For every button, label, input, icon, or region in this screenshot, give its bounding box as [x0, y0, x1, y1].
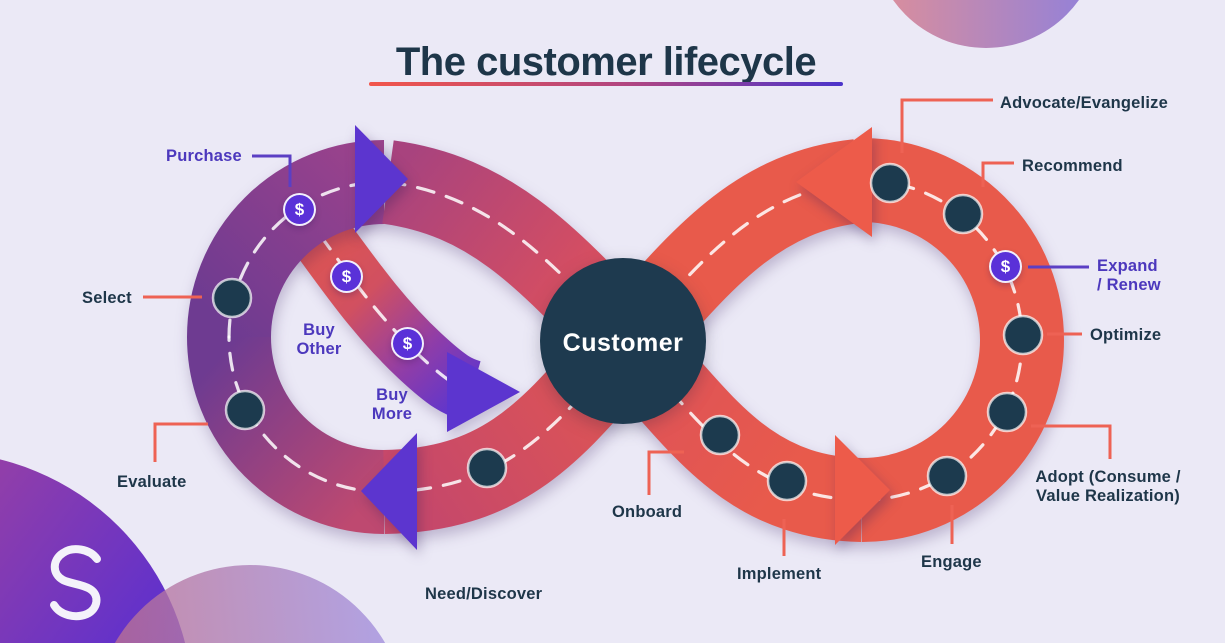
- connectors: [143, 98, 1112, 556]
- customer-hub-label: Customer: [562, 329, 684, 357]
- dash-left-lower: [227, 335, 386, 494]
- money-icon-buy-other: $: [330, 260, 363, 293]
- label-engage: Engage: [921, 553, 982, 571]
- stage-dot-implement: [766, 460, 808, 502]
- customer-hub-circle: [540, 258, 706, 424]
- title-underline: [369, 82, 843, 86]
- flow-arrow-left-loop-bottom-icon: [361, 433, 417, 550]
- flow-arrow-right-loop-bottom-icon: [835, 435, 890, 545]
- label-need-discover: Need/Discover: [425, 585, 543, 603]
- stage-dot-recommend: [942, 193, 984, 235]
- money-icon-buy-more: $: [391, 327, 424, 360]
- stage-dots: [211, 162, 1044, 502]
- stage-dot-evaluate: [224, 389, 266, 431]
- label-buy-more-line2: More: [371, 405, 413, 423]
- stage-dot-engage: [926, 455, 968, 497]
- label-implement: Implement: [737, 565, 822, 583]
- connector-advocate: [900, 98, 993, 153]
- label-buy-more-line1: Buy: [376, 386, 408, 404]
- label-purchase: Purchase: [166, 147, 242, 165]
- stage-dot-optimize: [1002, 314, 1044, 356]
- label-adopt-line1: Adopt (Consume /: [1035, 468, 1181, 486]
- label-adopt: Adopt (Consume /Value Realization): [1028, 468, 1188, 506]
- money-icon-purchase: $: [283, 193, 316, 226]
- repurchase-dashed-centerline: [281, 186, 474, 393]
- label-adopt-line2: Value Realization): [1036, 487, 1180, 505]
- stage-dot-need-discover: [466, 447, 508, 489]
- label-optimize: Optimize: [1090, 326, 1162, 344]
- label-buy-other-line1: Buy: [303, 321, 335, 339]
- decor-blob-top-right: [893, 0, 1079, 48]
- flow-arrow-left-loop-top-icon: [355, 125, 408, 233]
- label-select: Select: [82, 289, 132, 307]
- stage-dot-adopt: [986, 391, 1028, 433]
- stage-dot-advocate: [869, 162, 911, 204]
- flow-arrows: [355, 125, 890, 550]
- connector-recommend: [981, 161, 1014, 187]
- label-buy-other-line2: Other: [296, 340, 342, 358]
- connector-adopt: [1031, 424, 1112, 459]
- page-title: The customer lifecycle: [395, 40, 817, 84]
- money-icon-expand-renew: $: [989, 250, 1022, 283]
- flow-arrow-buy-more-icon: [447, 352, 520, 432]
- label-evaluate: Evaluate: [117, 473, 187, 491]
- brand-s-logo-icon: [50, 545, 101, 621]
- connector-evaluate: [153, 422, 208, 462]
- stage-dot-onboard: [699, 414, 741, 456]
- label-onboard: Onboard: [612, 503, 683, 521]
- stage-dot-select: [211, 277, 253, 319]
- label-expand-renew-line2: / Renew: [1097, 276, 1161, 294]
- flow-arrow-right-loop-top-icon: [796, 127, 872, 237]
- label-expand-renew: Expand/ Renew: [1097, 257, 1177, 295]
- connector-purchase: [252, 154, 292, 187]
- connector-onboard: [647, 450, 684, 495]
- band-right-loop: [861, 138, 1064, 542]
- label-expand-renew-line1: Expand: [1097, 257, 1158, 275]
- label-recommend: Recommend: [1022, 157, 1123, 175]
- label-advocate: Advocate/Evangelize: [1000, 94, 1168, 112]
- decor-blob-bottom-pink: [114, 565, 386, 643]
